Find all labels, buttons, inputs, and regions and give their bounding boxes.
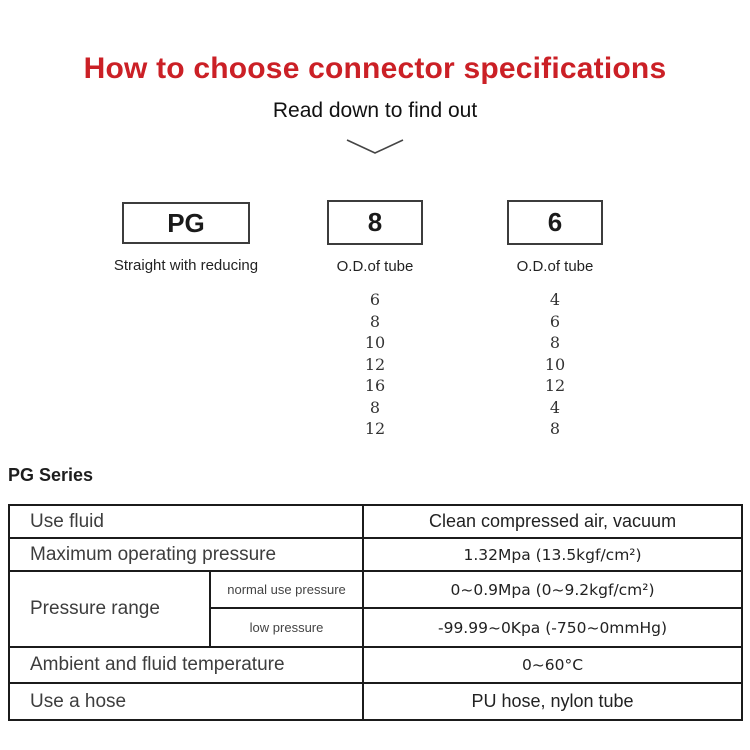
use-fluid-label: Use fluid — [7, 504, 365, 539]
size-option: 4 — [549, 397, 561, 417]
model-code-label: Straight with reducing — [113, 257, 259, 274]
hose-value: PU hose, nylon tube — [362, 682, 744, 721]
max-pressure-label: Maximum operating pressure — [7, 537, 365, 572]
low-pressure-value: -99.99~0Kpa (-750~0mmHg) — [362, 607, 744, 648]
size-1-box: 8 — [327, 200, 423, 245]
table-row: Ambient and fluid temperature 0~60°C — [7, 646, 744, 684]
max-pressure-value: 1.32Mpa (13.5kgf/cm²) — [362, 537, 744, 572]
table-row: Maximum operating pressure 1.32Mpa (13.5… — [7, 537, 744, 572]
size-option: 4 — [549, 290, 561, 309]
table-row: Pressure range normal use pressure 0~0.9… — [8, 570, 744, 648]
normal-pressure-value: 0~0.9Mpa (0~9.2kgf/cm²) — [362, 570, 744, 609]
diagram-column-model: PG Straight with reducing — [106, 202, 266, 274]
normal-pressure-label: normal use pressure — [208, 570, 365, 609]
pressure-range-label: Pressure range — [8, 570, 211, 648]
size-option: 8 — [549, 333, 561, 352]
size-option: 6 — [549, 311, 561, 331]
chevron-down-icon — [346, 139, 404, 154]
page-title: How to choose connector specifications — [83, 52, 667, 85]
size-option: 10 — [364, 333, 386, 352]
size-2-options: 4 6 8 10 12 4 8 — [545, 289, 565, 440]
table-row: Use a hose PU hose, nylon tube — [7, 682, 744, 721]
size-option: 12 — [544, 376, 566, 395]
size-2-label: O.D.of tube — [516, 258, 594, 275]
size-option: 12 — [364, 354, 386, 374]
temperature-label: Ambient and fluid temperature — [7, 646, 365, 684]
size-option: 16 — [364, 376, 386, 395]
model-code-box: PG — [122, 202, 250, 244]
size-option: 8 — [549, 419, 561, 438]
size-option: 12 — [364, 419, 386, 438]
series-heading: PG Series — [8, 465, 94, 485]
size-option: 8 — [369, 397, 381, 417]
temperature-value: 0~60°C — [362, 646, 744, 684]
spec-table: Use fluid Clean compressed air, vacuum M… — [7, 504, 744, 721]
diagram-column-size-1: 8 O.D.of tube 6 8 10 12 16 8 12 — [325, 200, 425, 440]
table-row: Use fluid Clean compressed air, vacuum — [7, 504, 744, 539]
size-2-box: 6 — [507, 200, 603, 245]
table-row: low pressure -99.99~0Kpa (-750~0mmHg) — [9, 607, 744, 648]
hose-label: Use a hose — [7, 682, 365, 721]
use-fluid-value: Clean compressed air, vacuum — [362, 504, 744, 539]
diagram-column-size-2: 6 O.D.of tube 4 6 8 10 12 4 8 — [505, 200, 605, 440]
low-pressure-label: low pressure — [208, 607, 365, 648]
size-1-label: O.D.of tube — [336, 258, 414, 275]
size-option: 10 — [544, 354, 566, 374]
size-1-options: 6 8 10 12 16 8 12 — [365, 289, 385, 440]
size-option: 8 — [369, 311, 381, 331]
size-option: 6 — [369, 290, 381, 309]
page-subtitle: Read down to find out — [272, 99, 478, 122]
